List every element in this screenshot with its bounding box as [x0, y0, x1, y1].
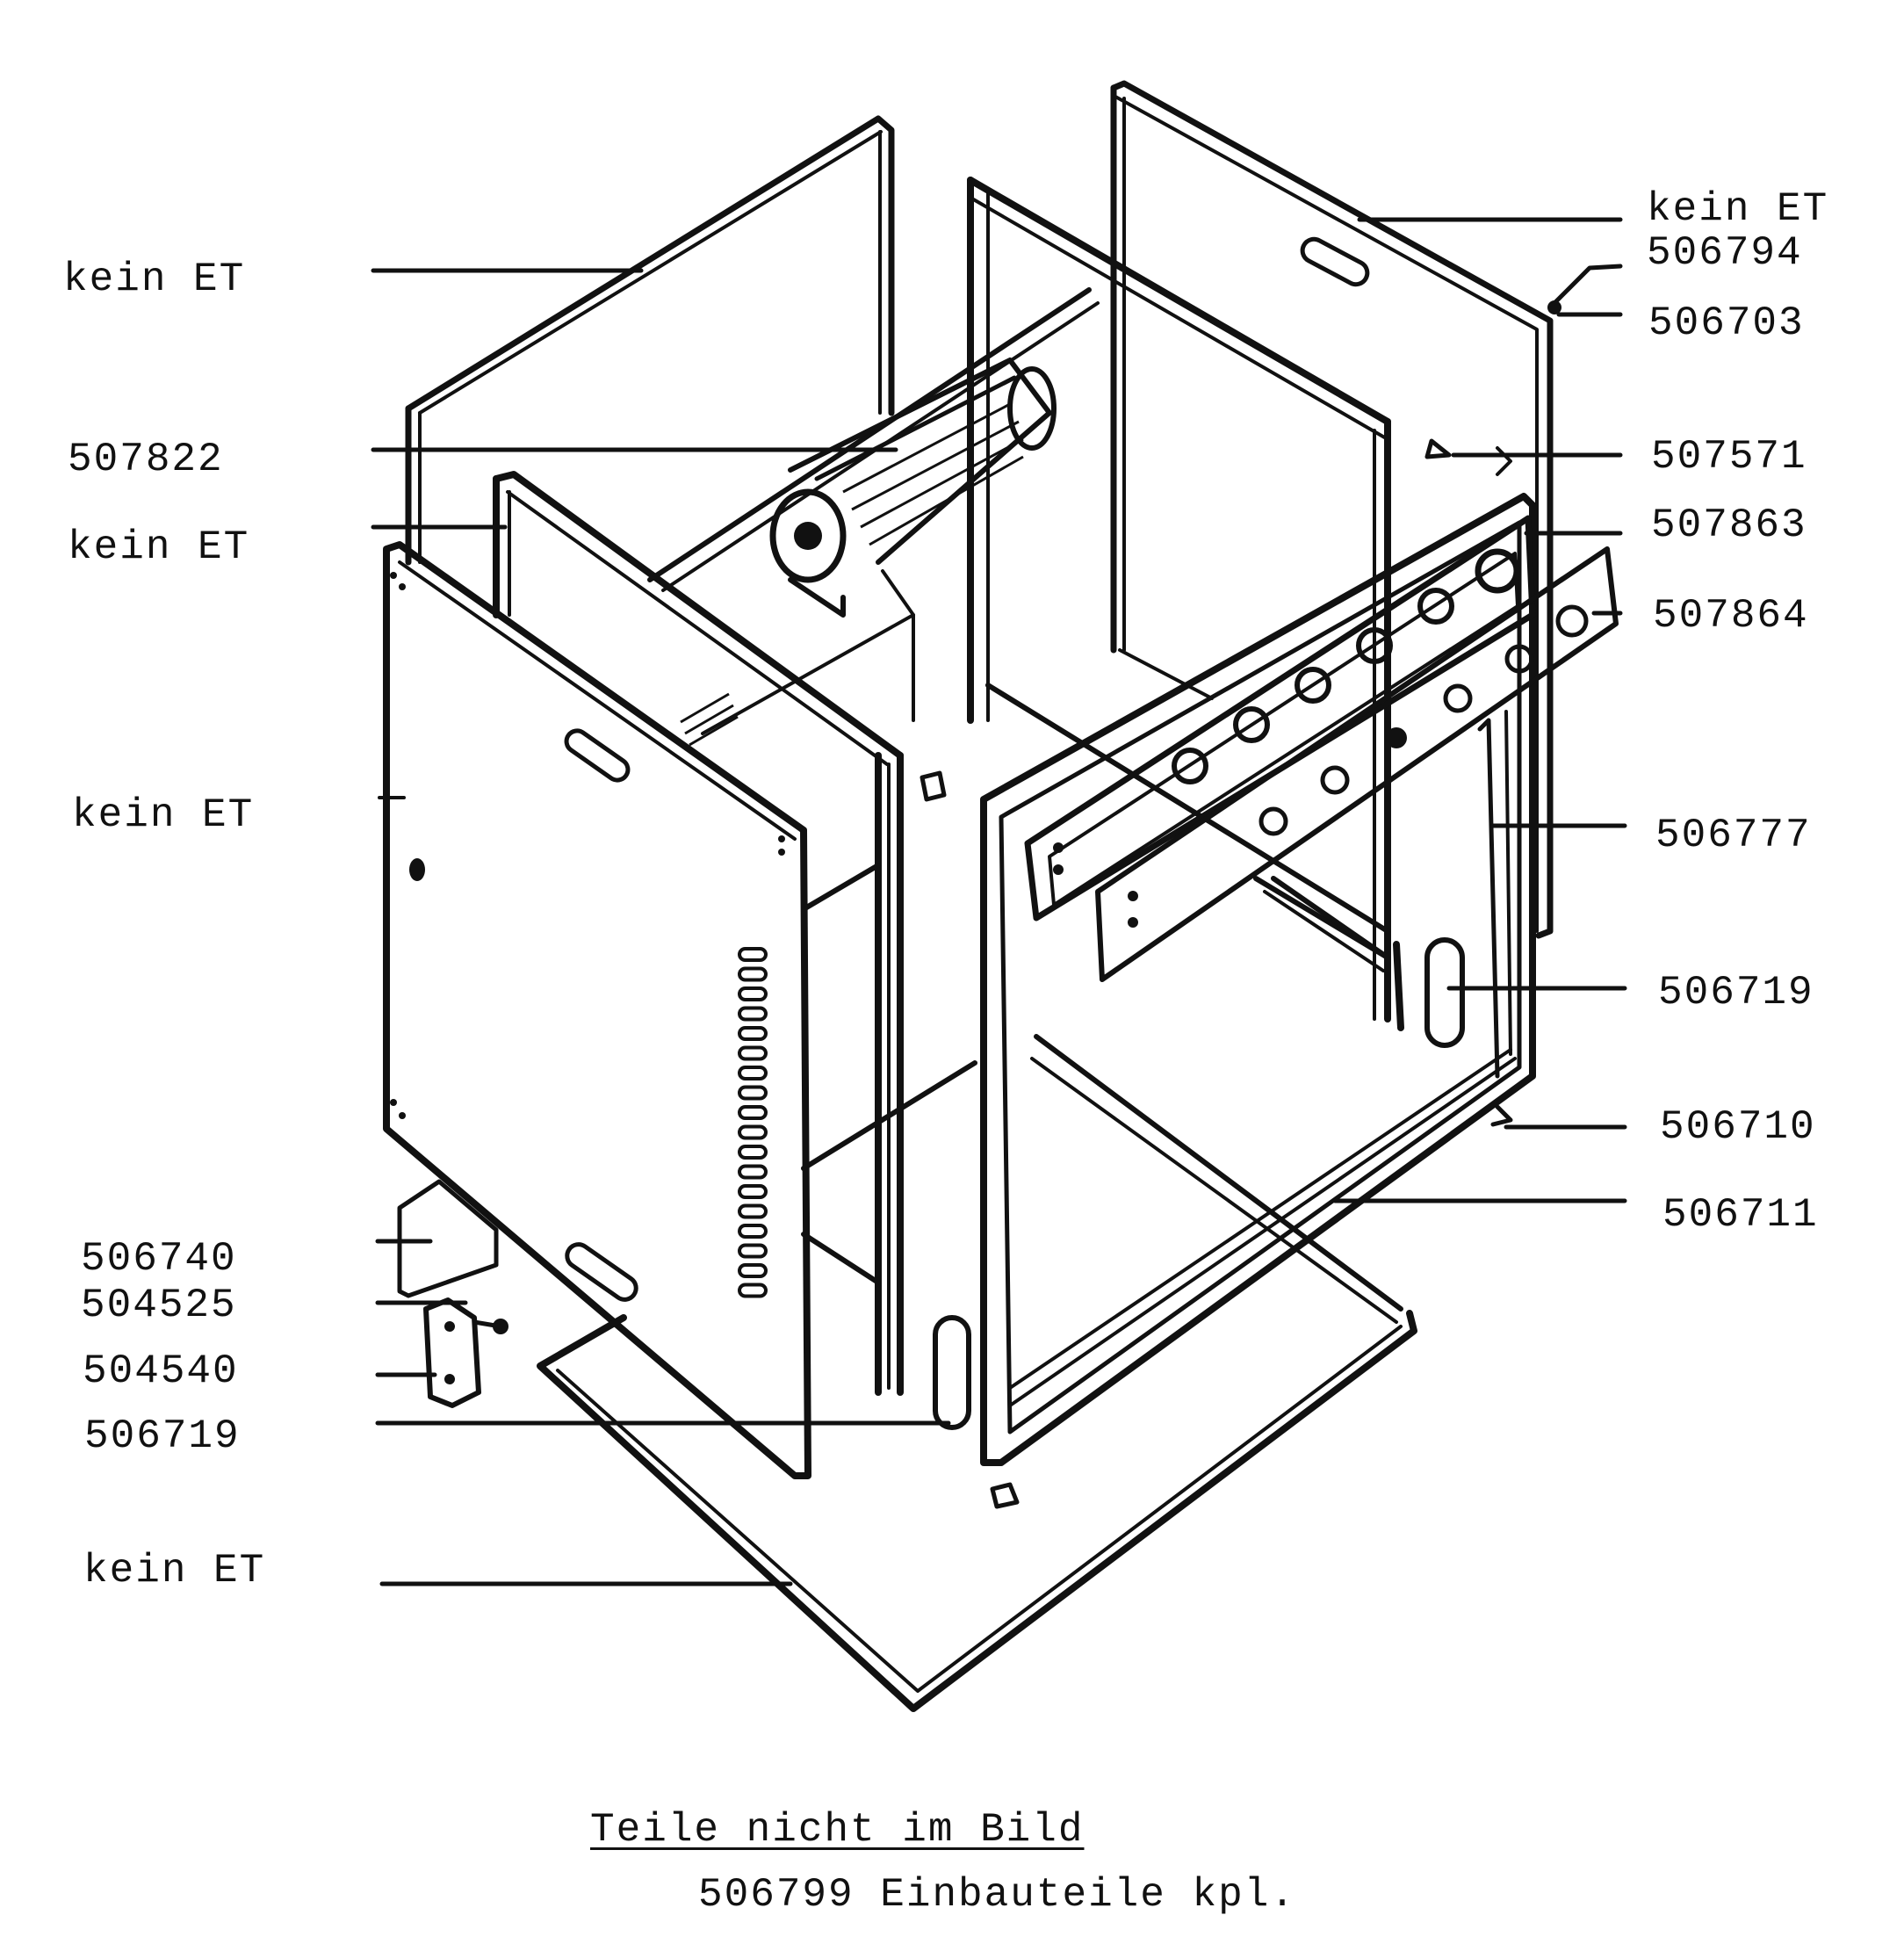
label-504540: 504540 — [83, 1348, 239, 1394]
ventilation-slots — [738, 947, 768, 1298]
control-knobs — [1172, 548, 1520, 784]
label-506710: 506710 — [1660, 1104, 1816, 1150]
vent-slot — [738, 986, 768, 1001]
back-right-panel — [1110, 80, 1554, 939]
rear-frame — [647, 177, 1391, 1023]
label-507822: 507822 — [68, 437, 224, 482]
vent-slot — [738, 1045, 768, 1061]
vent-slot — [738, 1066, 768, 1080]
bottom-plate — [537, 1034, 1417, 1712]
vent-slot — [738, 1203, 768, 1219]
label-kein-et-bottom-plate: kein ET — [83, 1548, 266, 1594]
label-kein-et-left-frame: kein ET — [68, 524, 250, 570]
vent-slot — [738, 1105, 768, 1120]
vent-slot — [738, 1145, 768, 1160]
vent-slot — [738, 1124, 768, 1140]
label-504525: 504525 — [81, 1283, 237, 1328]
front-frame — [980, 493, 1536, 1466]
caption-title: Teile nicht im Bild — [590, 1807, 1085, 1853]
vent-slot — [738, 966, 768, 982]
vent-slot — [738, 1224, 768, 1239]
label-507864: 507864 — [1653, 593, 1809, 639]
label-506740: 506740 — [81, 1236, 237, 1282]
label-506711: 506711 — [1662, 1192, 1819, 1238]
left-inner-frame — [493, 471, 977, 1396]
vent-slot — [738, 1243, 768, 1259]
label-kein-et-side-panel: kein ET — [72, 792, 255, 838]
vent-slot — [738, 1085, 768, 1101]
label-506719-right: 506719 — [1658, 970, 1814, 1015]
vent-slot — [738, 1164, 768, 1180]
label-506703: 506703 — [1648, 300, 1805, 346]
left-side-panel — [378, 541, 811, 1479]
label-506794: 506794 — [1647, 230, 1803, 276]
hinge-parts — [397, 300, 1561, 1509]
vent-slot — [738, 947, 768, 962]
vent-slot — [738, 1263, 768, 1278]
label-507571: 507571 — [1651, 434, 1807, 480]
strip-holes — [1259, 604, 1589, 836]
front-strip — [1095, 546, 1619, 982]
label-506719-left: 506719 — [84, 1413, 241, 1459]
label-507863: 507863 — [1651, 502, 1807, 548]
label-kein-et-back-right-panel: kein ET — [1647, 186, 1829, 232]
leader-lines — [371, 217, 1627, 1586]
vent-slot — [738, 1026, 768, 1041]
caption-parts-line: 506799 Einbauteile kpl. — [698, 1872, 1296, 1918]
vent-slot — [738, 1283, 768, 1298]
fan-motor — [680, 358, 1057, 747]
lower-rails — [1263, 876, 1404, 1031]
label-506777: 506777 — [1655, 813, 1812, 858]
back-left-panel — [405, 115, 895, 566]
vent-slot — [738, 1184, 768, 1199]
vent-slot — [738, 1006, 768, 1022]
label-kein-et-back-left-panel: kein ET — [63, 257, 246, 302]
